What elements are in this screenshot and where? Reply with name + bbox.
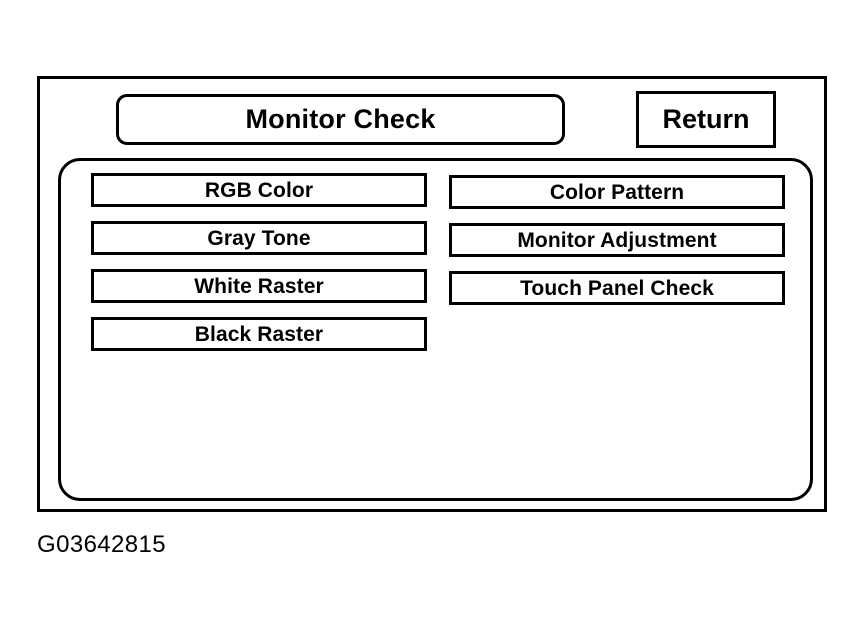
menu-button-label: White Raster (194, 274, 324, 298)
return-button-label: Return (662, 104, 750, 134)
menu-column-right: Color Pattern Monitor Adjustment Touch P… (449, 175, 785, 319)
menu-button-black-raster[interactable]: Black Raster (91, 317, 427, 351)
menu-button-label: Black Raster (194, 322, 324, 346)
page-title: Monitor Check (245, 104, 436, 134)
menu-button-white-raster[interactable]: White Raster (91, 269, 427, 303)
figure-caption: G03642815 (37, 531, 167, 558)
menu-button-monitor-adjustment[interactable]: Monitor Adjustment (449, 223, 785, 257)
screen-title-plate: Monitor Check (116, 94, 565, 145)
menu-button-label: RGB Color (204, 178, 314, 202)
menu-content-panel: RGB Color Gray Tone White Raster Black R… (58, 158, 813, 501)
return-button[interactable]: Return (636, 91, 776, 148)
menu-column-left: RGB Color Gray Tone White Raster Black R… (91, 173, 427, 365)
menu-button-label: Gray Tone (207, 226, 311, 250)
menu-button-color-pattern[interactable]: Color Pattern (449, 175, 785, 209)
menu-button-label: Monitor Adjustment (517, 228, 717, 252)
menu-button-label: Touch Panel Check (520, 276, 714, 300)
menu-button-gray-tone[interactable]: Gray Tone (91, 221, 427, 255)
menu-button-label: Color Pattern (549, 180, 685, 204)
menu-button-touch-panel-check[interactable]: Touch Panel Check (449, 271, 785, 305)
menu-button-rgb-color[interactable]: RGB Color (91, 173, 427, 207)
monitor-screen-frame: Monitor Check Return RGB Color Gray Tone… (37, 76, 827, 512)
